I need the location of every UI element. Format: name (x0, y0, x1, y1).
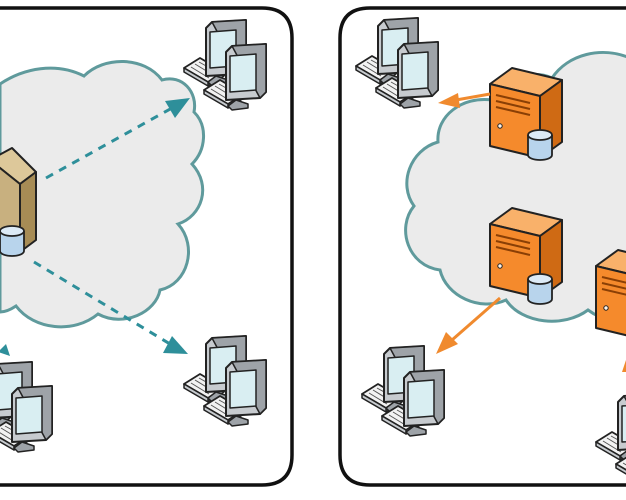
cloud-icon (0, 60, 205, 329)
server-icon (595, 249, 626, 341)
panel-centralized (0, 6, 294, 487)
database-icon (527, 273, 553, 305)
panel-distributed (338, 6, 626, 487)
database-icon (0, 225, 25, 257)
central-arrow-top-right (45, 98, 190, 180)
distributed-arrow-bottom (622, 360, 626, 372)
database-icon (527, 129, 553, 161)
central-arrow-bottom-right (33, 260, 188, 354)
distributed-arrow-middle (436, 296, 501, 354)
central-arrow-bottom-left (0, 344, 10, 356)
distributed-arrow-top (438, 92, 491, 108)
